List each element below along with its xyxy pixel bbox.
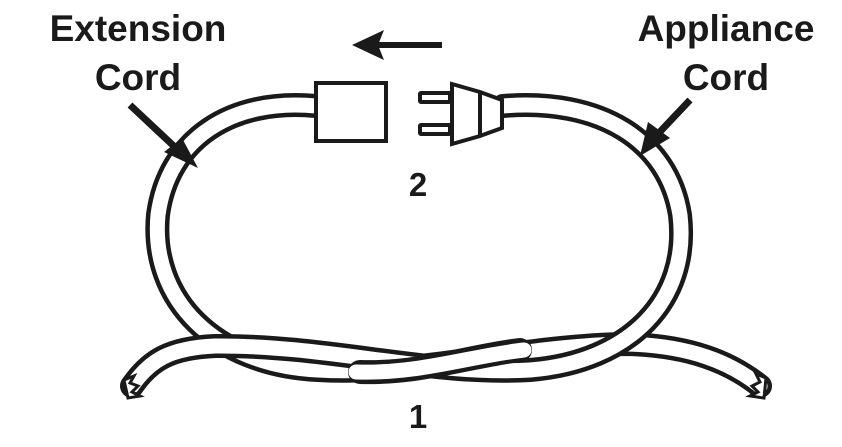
extension-cord-label-line2: Cord — [94, 57, 182, 98]
arrow-left-icon — [352, 30, 442, 60]
step-two-label: 2 — [408, 166, 428, 203]
extension-cord-label-line1: Extension — [49, 8, 227, 49]
arrow-down-right-icon — [127, 102, 198, 168]
appliance-cord-label-line1: Appliance — [637, 8, 815, 49]
cord-end-right — [745, 371, 768, 400]
appliance-cord-label-line2: Cord — [682, 57, 770, 98]
socket-icon — [314, 81, 388, 143]
arrow-down-left-icon — [640, 97, 693, 156]
appliance-cord — [120, 93, 694, 398]
cord-end-left — [122, 373, 145, 400]
step-one-label: 1 — [408, 398, 428, 435]
plug-icon — [418, 81, 504, 147]
knot-overlap — [348, 338, 532, 385]
